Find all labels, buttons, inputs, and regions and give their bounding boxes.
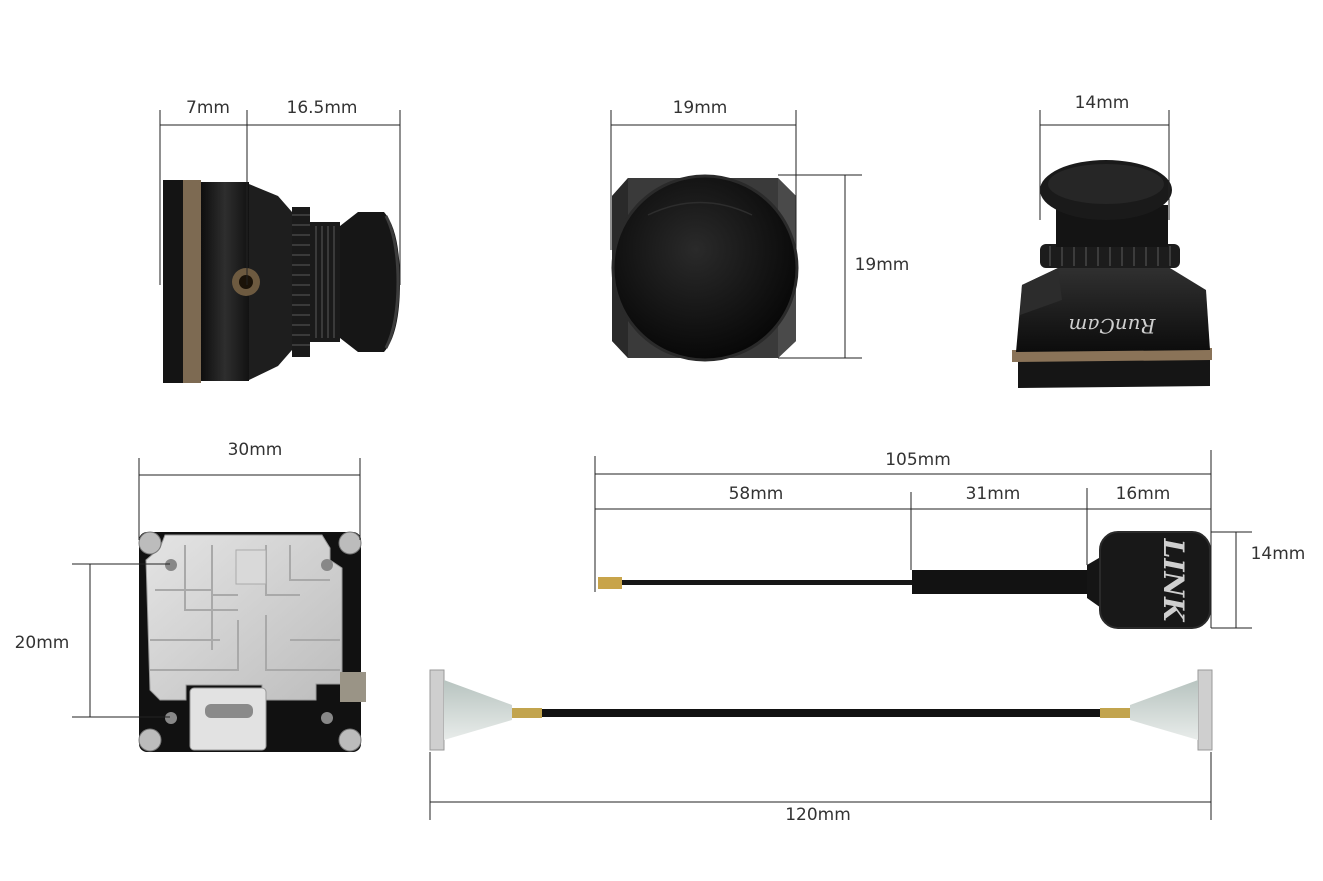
screw <box>138 531 162 555</box>
dim-board-width: 30mm <box>228 440 283 460</box>
dim-side-back: 7mm <box>186 98 230 118</box>
dim-board-holes: 20mm <box>15 633 70 653</box>
dim-front-width: 19mm <box>673 98 728 118</box>
bronze-band <box>183 180 201 383</box>
screw <box>138 728 162 752</box>
antenna: LINK <box>598 531 1211 629</box>
camera-back-plate <box>163 180 183 383</box>
dim-cable-length: 120mm <box>785 805 851 825</box>
camera-front-view <box>611 174 799 362</box>
camera-board-view <box>138 531 366 752</box>
wire-fan-left <box>444 680 512 740</box>
video-cable <box>429 669 1213 751</box>
screw <box>338 728 362 752</box>
mount-hole <box>165 712 177 724</box>
lens-front <box>613 176 797 360</box>
camera-body-taper <box>249 184 292 380</box>
mount-hole <box>321 712 333 724</box>
dim-antenna-head: 16mm <box>1116 484 1171 504</box>
antenna-head <box>1100 532 1210 628</box>
cable-connector-right <box>1197 669 1213 751</box>
mount-hole <box>321 559 333 571</box>
ufl-connector <box>598 577 622 589</box>
dim-antenna-total: 105mm <box>885 450 951 470</box>
camera-logo: RunCam <box>1068 314 1156 338</box>
lens-barrel <box>310 222 340 342</box>
antenna-sleeve <box>912 570 1087 594</box>
dim-antenna-diameter: 14mm <box>1251 544 1306 564</box>
camera-side-view <box>163 180 400 383</box>
side-connector <box>340 672 366 702</box>
dim-side-front: 16.5mm <box>287 98 358 118</box>
wire-fan-right <box>1130 680 1198 740</box>
antenna-logo: LINK <box>1157 538 1190 623</box>
camera-base <box>1018 358 1210 388</box>
cable-body <box>542 709 1100 717</box>
cable-connector-left <box>429 669 445 751</box>
mount-hole <box>165 559 177 571</box>
camera-perspective-view: RunCam <box>1012 160 1212 388</box>
lens-hood <box>340 212 400 352</box>
dim-antenna-cable: 58mm <box>729 484 784 504</box>
antenna-cable <box>622 580 914 585</box>
screw <box>338 531 362 555</box>
dim-lens-diameter: 14mm <box>1075 93 1130 113</box>
dim-front-height: 19mm <box>855 255 910 275</box>
camera-body <box>1016 268 1210 352</box>
usb-c-port <box>189 687 267 751</box>
dim-antenna-sleeve: 31mm <box>966 484 1021 504</box>
